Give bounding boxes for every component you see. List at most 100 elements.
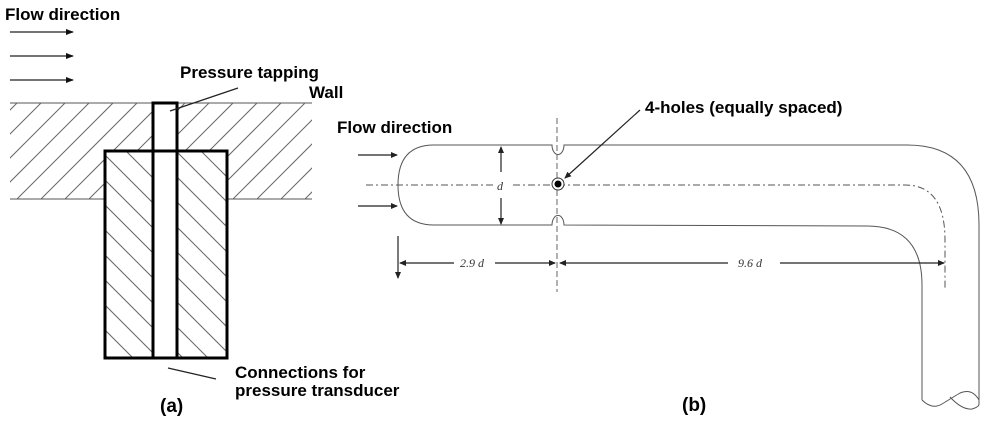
hatch-line — [0, 100, 44, 400]
probe-outline-outer — [434, 144, 980, 404]
connections-label-line1: Connections for — [235, 363, 366, 382]
hatch-line — [105, 179, 153, 229]
wall-label: Wall — [309, 83, 343, 102]
hatch-line — [177, 251, 227, 303]
hatch-line — [0, 100, 284, 400]
hatch-line — [0, 100, 164, 400]
hatch-line — [105, 103, 114, 112]
hatch-line — [0, 100, 44, 400]
connections-label-line2: pressure transducer — [235, 381, 400, 400]
hatch-line — [0, 100, 116, 400]
hatch-line — [10, 103, 42, 135]
hatch-line — [10, 103, 66, 159]
tapping-leader-line — [169, 87, 239, 112]
insert-hatching — [0, 100, 450, 400]
flow-direction-label-b: Flow direction — [337, 118, 452, 137]
hatch-line — [0, 100, 25, 400]
caption-b: (b) — [682, 395, 706, 416]
holes-label: 4-holes (equally spaced) — [645, 98, 842, 117]
hatch-line — [0, 100, 68, 400]
tapping-tube — [151, 101, 179, 360]
hatch-line — [256, 143, 312, 199]
hatch-line — [227, 103, 306, 182]
hatch-line — [0, 100, 100, 400]
downstream-dim-label: 9.6 d — [738, 256, 763, 270]
hatch-line — [227, 103, 282, 158]
hatch-line — [104, 100, 404, 400]
hatch-line — [0, 100, 20, 400]
hatch-line — [0, 100, 92, 400]
hatch-line — [177, 103, 186, 112]
hatch-line — [0, 100, 200, 400]
hatch-line — [0, 100, 92, 400]
probe-centerline — [366, 184, 946, 290]
hatch-line — [128, 100, 428, 400]
upstream-dim-label: 2.9 d — [460, 256, 485, 270]
hatch-line — [10, 103, 18, 111]
hatch-line — [177, 176, 227, 228]
hatch-line — [177, 201, 227, 253]
hatch-line — [10, 103, 90, 183]
hatch-line — [0, 100, 25, 400]
hatch-line — [112, 110, 153, 151]
hatch-line — [0, 100, 188, 400]
hatch-line — [0, 100, 284, 400]
hatch-line — [0, 100, 68, 400]
hatch-line — [0, 100, 92, 400]
hatch-line — [177, 301, 227, 353]
hatch-line — [177, 226, 227, 278]
hatch-line — [0, 100, 284, 400]
hatch-line — [88, 182, 105, 199]
hatch-line — [0, 100, 175, 400]
hole-center-icon — [554, 180, 562, 188]
hatch-line — [105, 329, 134, 358]
hatch-line — [16, 110, 105, 199]
hatch-line — [128, 100, 428, 400]
probe-outline-inner — [434, 214, 923, 400]
hatch-line — [152, 100, 452, 400]
figure-a: Flow direction Pressure tapping Wall Con… — [0, 5, 452, 417]
hatch-line — [152, 100, 452, 400]
connections-leader-line — [167, 367, 217, 380]
hatch-line — [0, 100, 100, 400]
hatch-line — [177, 151, 227, 203]
tapping-insert-block — [103, 149, 229, 360]
hatch-line — [177, 326, 209, 358]
hatch-line — [64, 158, 105, 199]
hatch-line — [0, 100, 44, 400]
hatch-line — [0, 100, 75, 400]
hatch-line — [128, 100, 428, 400]
hatch-line — [232, 119, 312, 199]
hatch-line — [40, 134, 105, 199]
hatch-line — [136, 134, 153, 151]
diameter-label: d — [497, 179, 504, 193]
hatch-line — [0, 100, 116, 400]
hatch-line — [304, 191, 312, 199]
hatch-line — [105, 204, 153, 254]
hatch-line — [0, 100, 164, 400]
hatch-line — [152, 100, 452, 400]
holes-leader-arrow — [564, 109, 641, 179]
flow-direction-label-a: Flow direction — [5, 5, 120, 24]
hatch-line — [0, 100, 50, 400]
hatch-line — [0, 100, 50, 400]
hatch-line — [200, 151, 227, 178]
caption-a: (a) — [160, 396, 183, 417]
hatch-line — [0, 100, 68, 400]
hatch-line — [150, 100, 450, 400]
hatch-line — [128, 100, 428, 400]
hatch-line — [150, 151, 153, 154]
pressure-tapping-label: Pressure tapping — [180, 63, 319, 82]
hatch-line — [0, 100, 20, 400]
hatch-line — [105, 304, 153, 354]
hatch-line — [125, 100, 425, 400]
figure-b: Flow direction 4-holes (equally spaced) … — [337, 98, 980, 416]
hatch-line — [104, 100, 404, 400]
hatch-line — [152, 100, 452, 400]
hatch-line — [0, 100, 20, 400]
flow-arrows-a — [10, 29, 74, 83]
hatch-line — [105, 229, 153, 279]
pipe-break-symbol — [921, 391, 980, 410]
hatch-line — [104, 100, 404, 400]
